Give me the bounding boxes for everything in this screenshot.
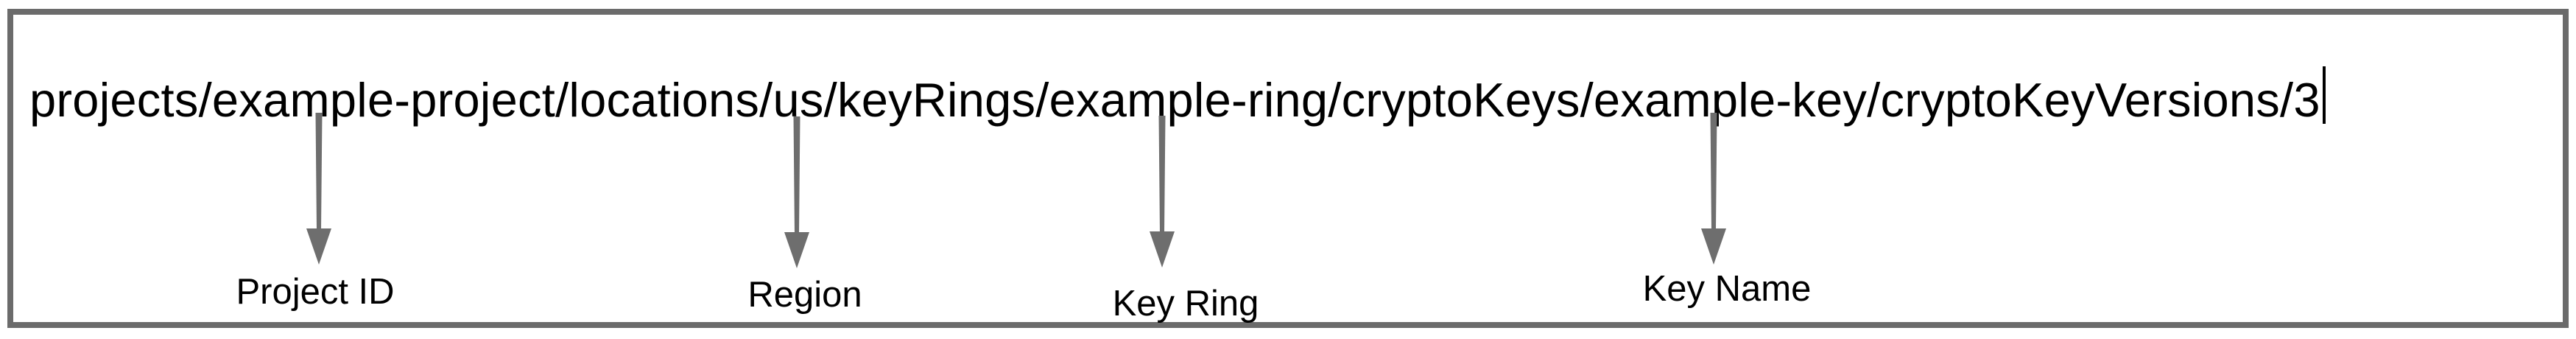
resource-path-line: projects/example-project/locations/us/ke… [29, 66, 2326, 124]
resource-path-text: projects/example-project/locations/us/ke… [29, 73, 2320, 127]
project-id-label: Project ID [236, 272, 395, 312]
region-down-arrow-icon [784, 116, 809, 268]
key-ring-label: Key Ring [1112, 284, 1259, 324]
resource-path-textbox[interactable]: projects/example-project/locations/us/ke… [7, 9, 2569, 328]
key-ring-down-arrow-icon [1150, 116, 1175, 268]
project-id-down-arrow-icon [306, 113, 331, 265]
region-label: Region [747, 275, 862, 315]
key-name-down-arrow-icon [1701, 113, 1726, 265]
text-cursor-icon [2322, 66, 2326, 124]
key-name-label: Key Name [1642, 269, 1812, 309]
